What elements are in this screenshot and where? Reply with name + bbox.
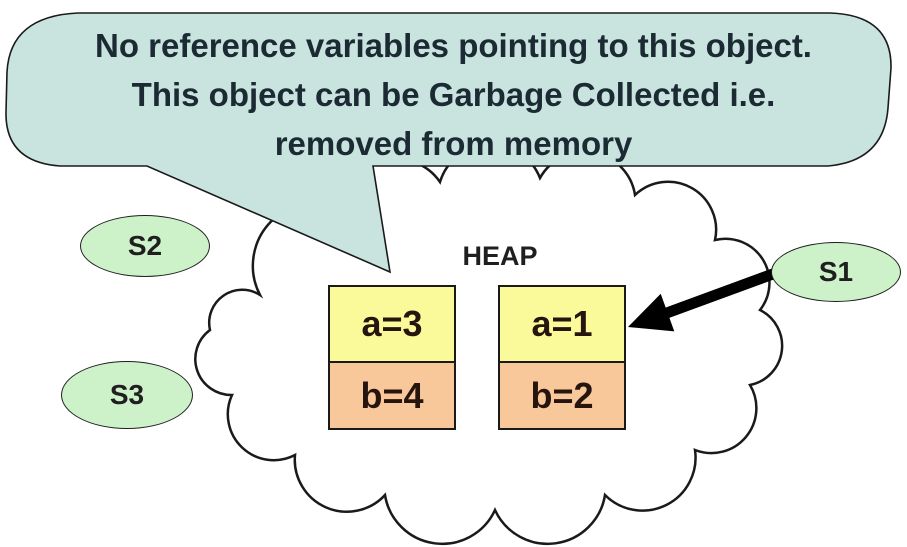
reference-s3-label: S3 <box>109 379 145 410</box>
object-right-field-b: b=2 <box>500 363 624 428</box>
cloud-outline <box>194 143 784 546</box>
reference-s2: S2 <box>80 215 210 277</box>
callout-line-2: This object can be Garbage Collected i.e… <box>131 76 776 113</box>
callout-line-1: No reference variables pointing to this … <box>95 27 812 64</box>
object-left-field-a: a=3 <box>330 287 454 363</box>
callout-line-3: removed from memory <box>274 125 633 162</box>
reference-s1-label: S1 <box>818 256 854 287</box>
reference-arrow-shaft <box>662 265 783 320</box>
callout-text: No reference variables pointing to this … <box>0 21 907 168</box>
heap-object-left: a=3 b=4 <box>328 285 456 430</box>
reference-s2-label: S2 <box>127 230 163 261</box>
object-right-field-a: a=1 <box>500 287 624 363</box>
object-left-field-b: b=4 <box>330 363 454 428</box>
reference-s3: S3 <box>61 361 193 429</box>
reference-arrow-head <box>628 293 675 332</box>
heap-title: HEAP <box>462 241 538 271</box>
reference-s1: S1 <box>771 242 901 302</box>
heap-object-right: a=1 b=2 <box>498 285 626 430</box>
